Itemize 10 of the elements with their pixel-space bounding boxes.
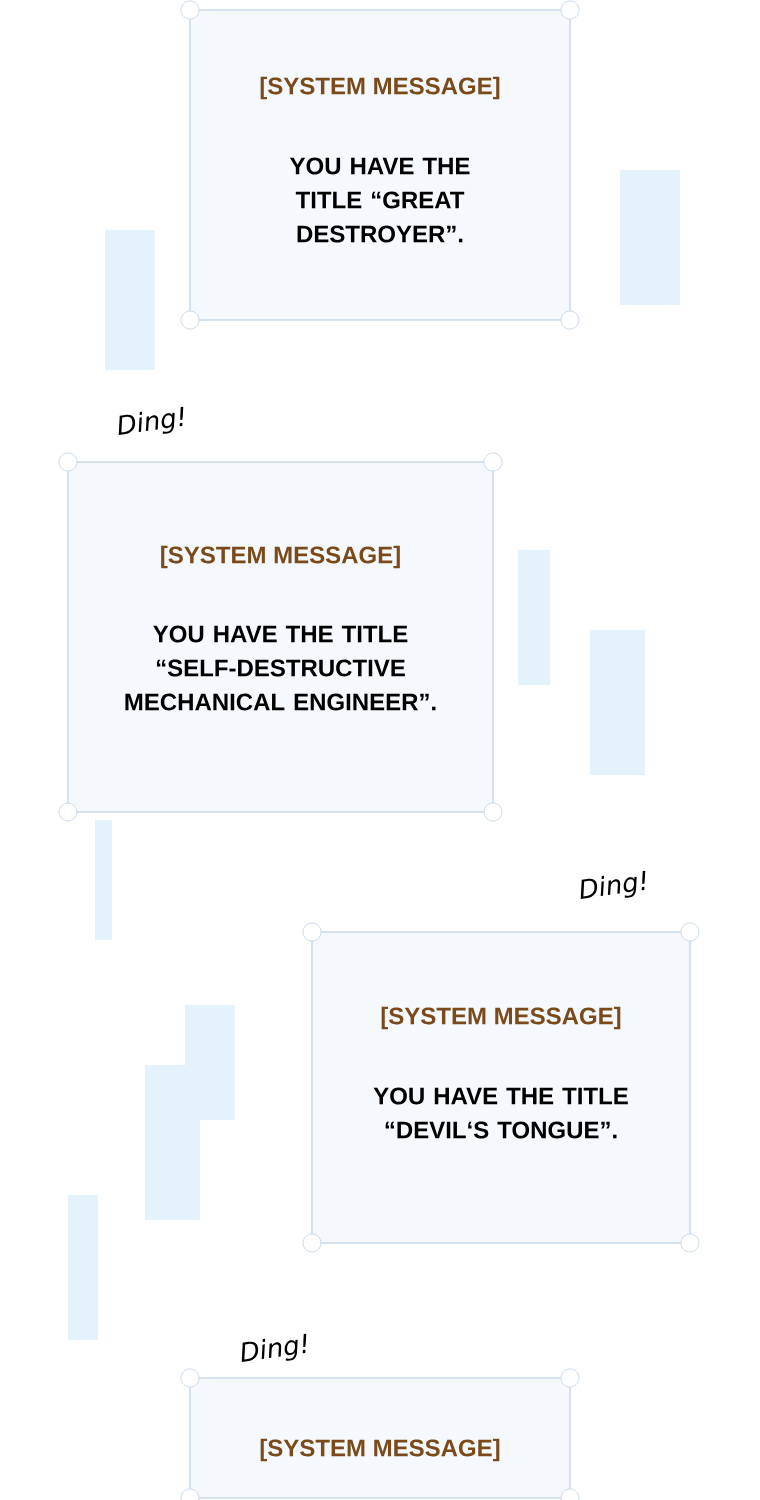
message-text: YOU HAVE THE TITLE “SELF-DESTRUCTIVE MECHANICAL ENGINEER”. (125, 625, 436, 711)
message-heading: [SYSTEM MESSAGE] (161, 545, 400, 569)
message-heading: [SYSTEM MESSAGE] (260, 76, 500, 100)
message-heading: [SYSTEM MESSAGE] (381, 1006, 621, 1030)
sound-effect: Ding! (118, 406, 184, 435)
message-text: YOU HAVE THE TITLE “GREAT DESTROYER”. (289, 157, 470, 243)
sound-effect: Ding! (241, 1333, 307, 1362)
message-heading: [SYSTEM MESSAGE] (260, 1438, 500, 1462)
message-text: YOU HAVE THE TITLE “DEVIL‘S TONGUE”. (373, 1087, 628, 1139)
sound-effect: Ding! (580, 870, 646, 899)
